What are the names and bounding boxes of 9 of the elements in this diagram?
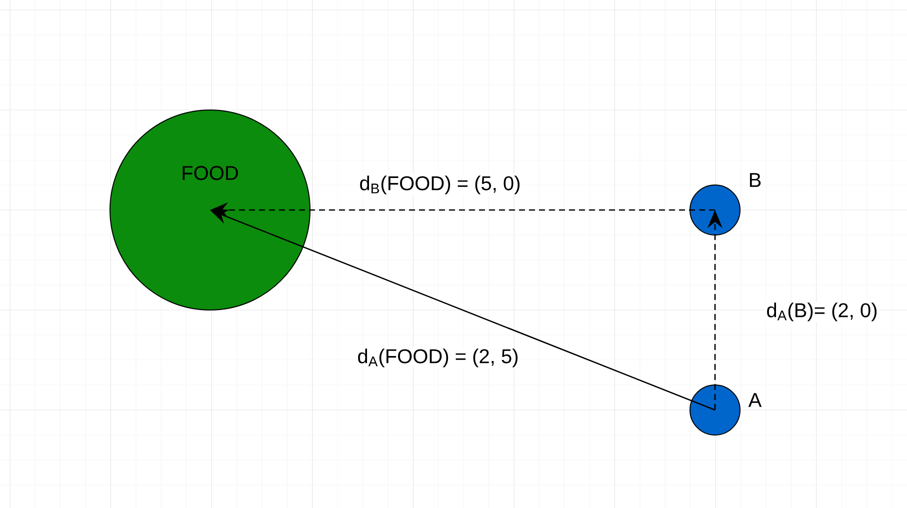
- circle: [690, 184, 740, 236]
- circle: [690, 384, 740, 436]
- edge-label: d$_{A}$(FOOD) = (2, 5): [358, 348, 518, 368]
- circle: [110, 110, 310, 310]
- edge-label: d$_{B}$(FOOD) = (5, 0): [360, 176, 520, 194]
- point-label: A: [748, 393, 762, 407]
- edge-label: d$_{A}$(B)= (2, 0): [767, 302, 877, 322]
- point-label: B: [750, 173, 761, 187]
- node-label: FOOD: [182, 166, 238, 180]
